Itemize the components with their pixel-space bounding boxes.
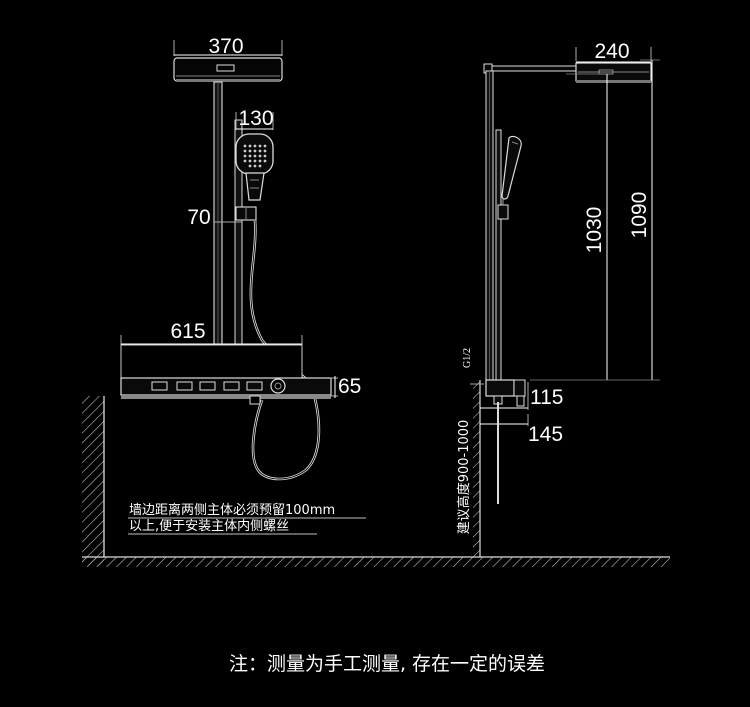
top-shower-head [173, 57, 283, 82]
wall-note-line-1: 墙边距离两侧主体必须预留100mm [129, 502, 335, 518]
control-panel [120, 344, 332, 405]
panel-button [199, 381, 216, 391]
side-holder [497, 204, 509, 220]
dim-1030: 1030 [583, 207, 606, 254]
panel-button [246, 381, 263, 391]
dim-145: 145 [528, 423, 563, 446]
left-wall-hatch [82, 396, 104, 566]
side-view: 240 1030 1090 G1/2 [456, 40, 660, 534]
measurement-disclaimer: 注：测量为手工测量, 存在一定的误差 [229, 653, 545, 675]
side-slide-bar [495, 129, 502, 381]
wall-clearance-note: 墙边距离两侧主体必须预留100mm 以上,便于安装主体内侧螺丝 [128, 502, 366, 535]
front-view: 370 130 70 [120, 35, 366, 535]
install-height-label: 建议高度900-1000 [456, 420, 472, 535]
panel-button [223, 381, 240, 391]
temperature-knob [270, 378, 286, 394]
dim-240: 240 [594, 40, 629, 63]
dim-615: 615 [170, 320, 205, 343]
wall-note-line-2: 以上,便于安装主体内侧螺丝 [129, 518, 289, 534]
hose-outlet [249, 395, 261, 405]
dim-130: 130 [238, 107, 273, 130]
thread-label: G1/2 [462, 348, 473, 368]
dim-1090: 1090 [628, 192, 651, 239]
top-shower-head-side [575, 62, 652, 83]
dim-65: 65 [338, 375, 361, 398]
floor-hatch [82, 557, 670, 567]
hand-shower [235, 133, 274, 201]
dim-370: 370 [208, 35, 243, 58]
wall-and-floor [82, 380, 670, 567]
shower-arm [485, 65, 577, 72]
panel-button [176, 381, 193, 391]
dim-70: 70 [187, 206, 210, 229]
side-wall-hatch [473, 380, 480, 557]
hand-shower-nozzles [243, 144, 267, 168]
dim-115: 115 [530, 386, 563, 409]
control-panel-side [485, 379, 526, 407]
panel-button [151, 381, 168, 391]
